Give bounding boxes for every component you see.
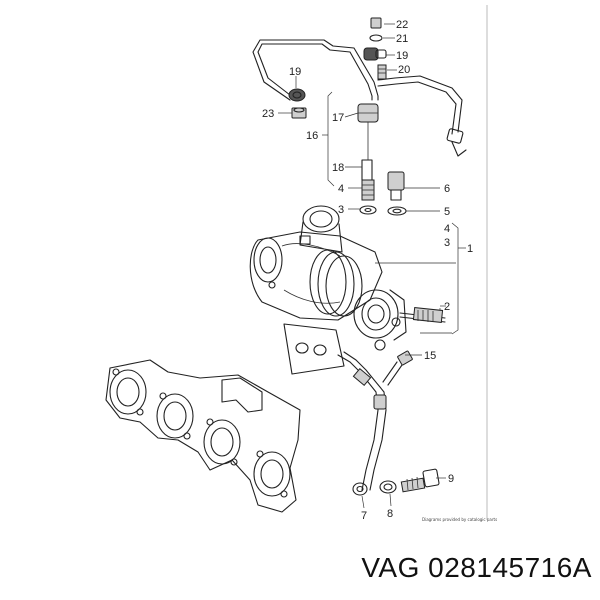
callout-3-right: 3 bbox=[444, 237, 450, 249]
banjo-union-top bbox=[363, 17, 387, 80]
manifold-flange-4 bbox=[253, 450, 291, 498]
callout-5: 5 bbox=[444, 206, 450, 218]
callout-21: 21 bbox=[396, 33, 408, 45]
callout-19-top: 19 bbox=[396, 50, 408, 62]
oil-feed-pipe bbox=[252, 39, 467, 157]
part-number-caption: VAG 028145716A bbox=[361, 552, 592, 583]
callout-7: 7 bbox=[361, 510, 367, 522]
callout-22: 22 bbox=[396, 19, 408, 31]
manifold-flange-1 bbox=[109, 368, 147, 416]
banjo-bolt bbox=[400, 468, 440, 493]
callout-4-right: 4 bbox=[444, 223, 450, 235]
manifold-flange-2 bbox=[156, 392, 194, 440]
exhaust-manifold bbox=[105, 359, 301, 513]
callout-23: 23 bbox=[262, 108, 274, 120]
oil-return-pipe bbox=[337, 351, 397, 496]
diagram-credit: Diagrams provided by catalogic parts bbox=[422, 517, 497, 522]
callout-16: 16 bbox=[306, 130, 318, 142]
callout-6: 6 bbox=[444, 183, 450, 195]
callout-2: 2 bbox=[444, 301, 450, 313]
callout-18: 18 bbox=[332, 162, 344, 174]
callout-20: 20 bbox=[398, 64, 410, 76]
callout-9: 9 bbox=[448, 473, 454, 485]
callout-4-left: 4 bbox=[338, 183, 344, 195]
callout-17: 17 bbox=[332, 112, 344, 124]
outlet-fitting bbox=[387, 171, 407, 216]
union-fitting bbox=[357, 103, 379, 215]
leader-lines bbox=[278, 23, 466, 509]
banjo-union-left bbox=[288, 88, 307, 119]
callout-15: 15 bbox=[424, 350, 436, 362]
turbocharger-body bbox=[249, 205, 446, 375]
manifold-flange-3 bbox=[203, 418, 241, 466]
bolt bbox=[382, 350, 413, 386]
callout-3-left: 3 bbox=[338, 204, 344, 216]
callout-8: 8 bbox=[387, 508, 393, 520]
callout-19-left: 19 bbox=[289, 66, 301, 78]
callout-1: 1 bbox=[467, 243, 473, 255]
